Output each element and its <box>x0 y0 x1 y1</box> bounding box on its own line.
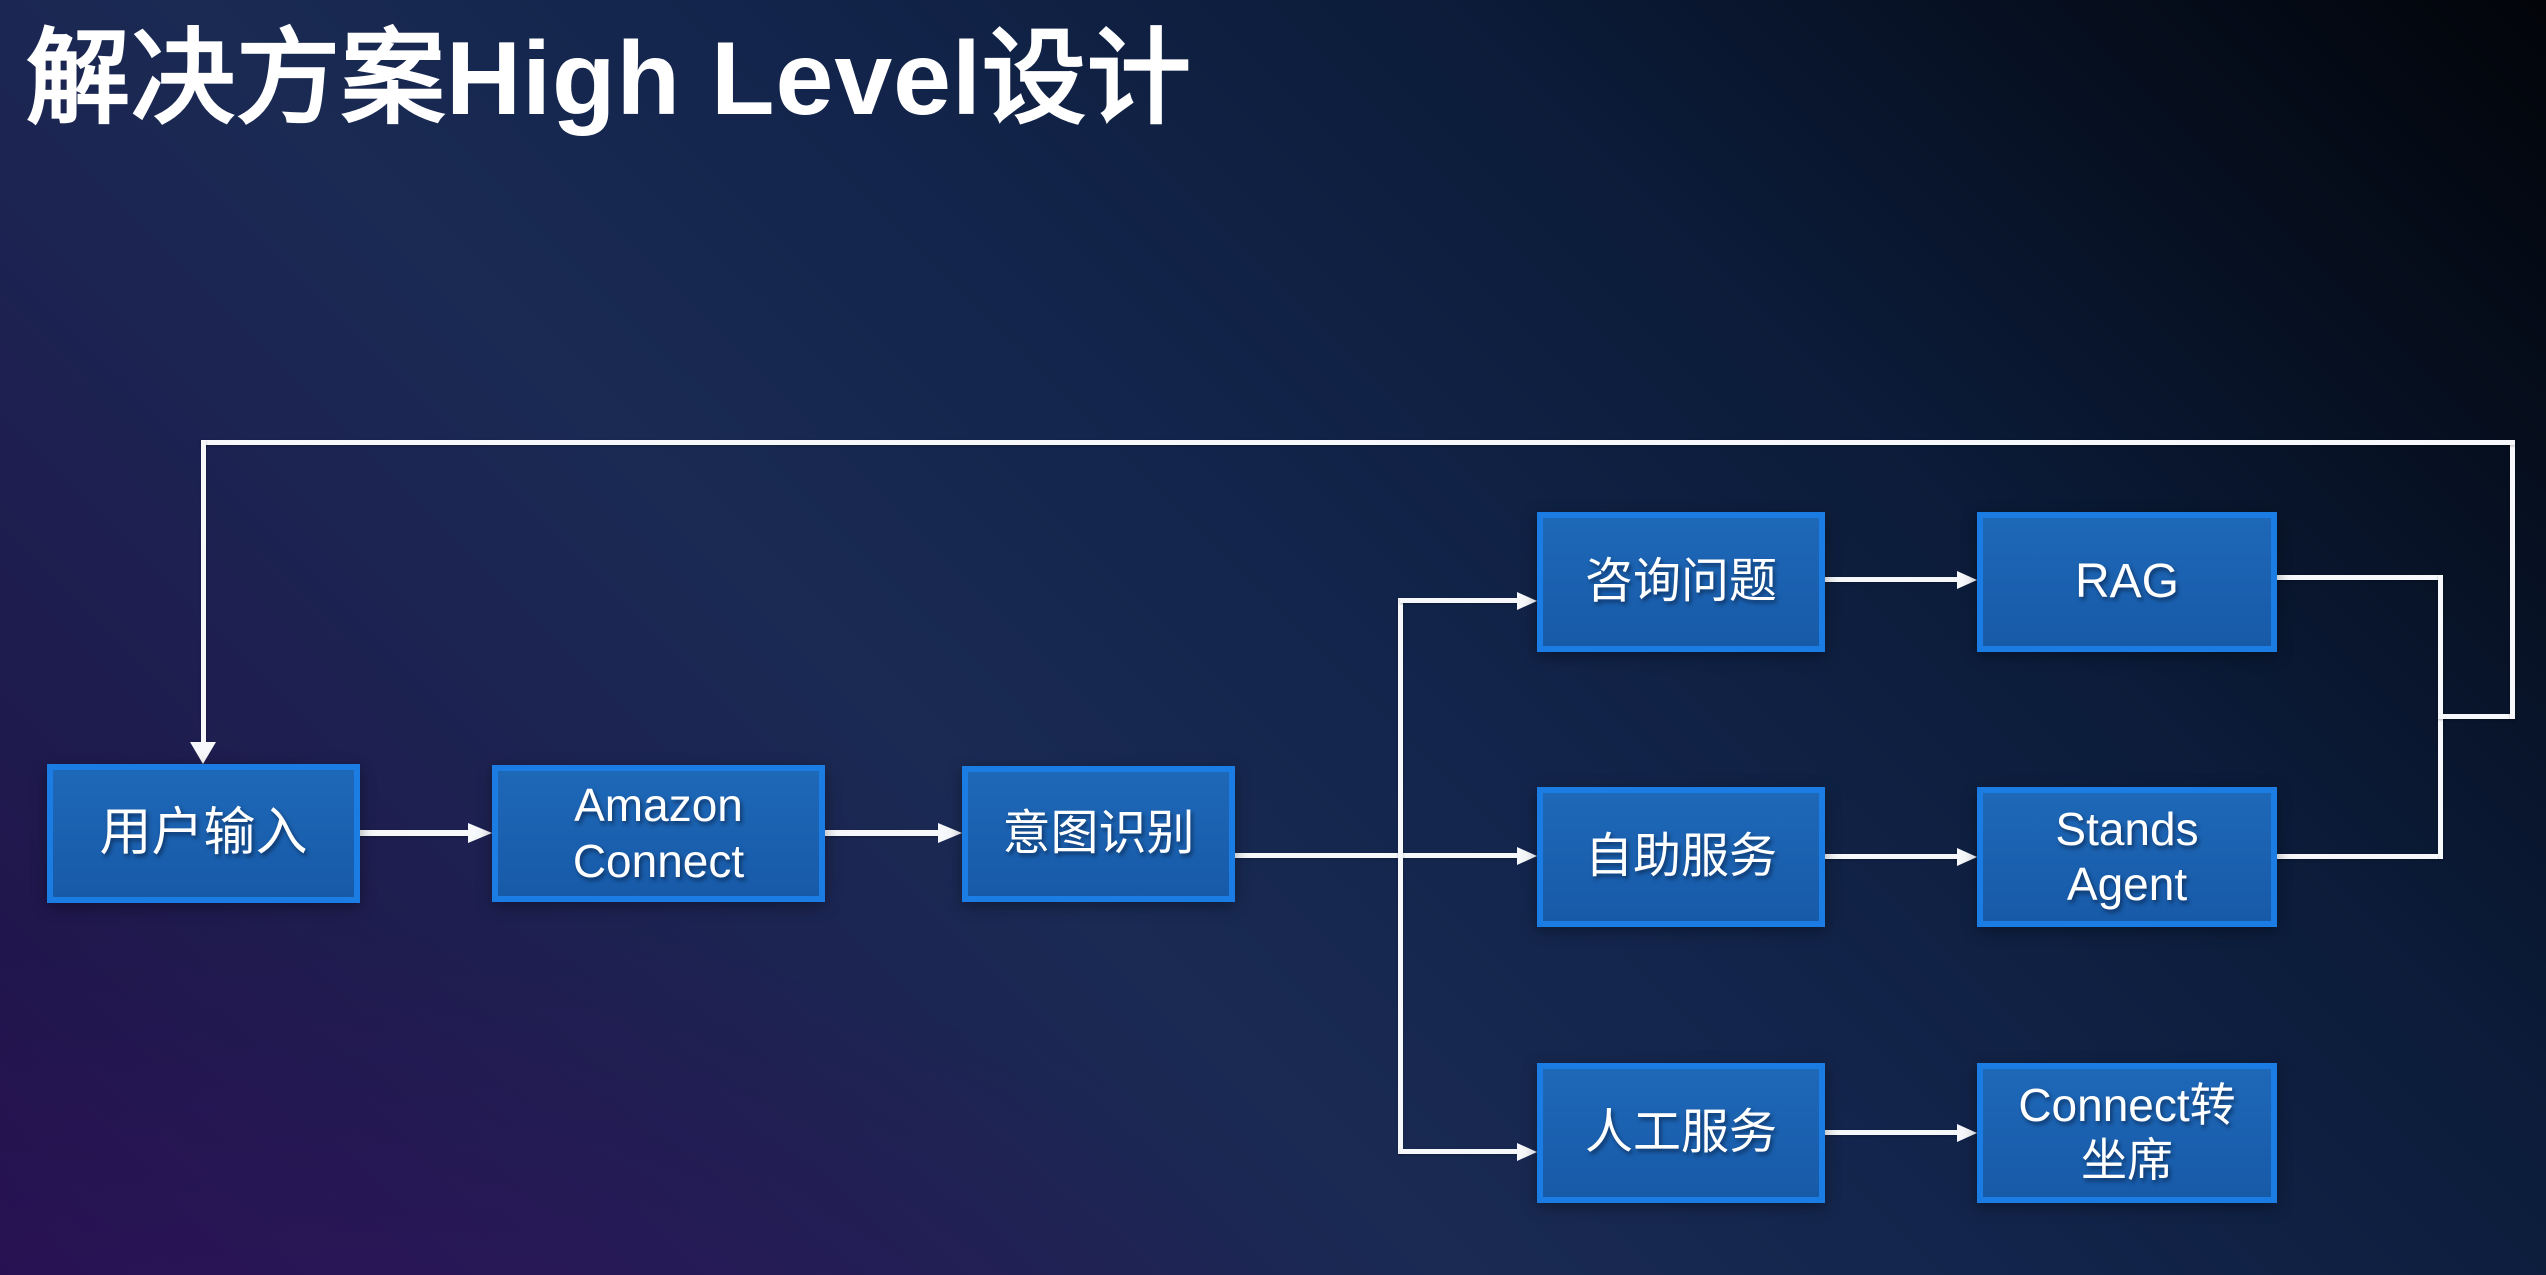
arrowhead-consult <box>1517 592 1537 610</box>
node-rag-label: RAG <box>2074 555 2179 609</box>
node-consult-question-label: 咨询问题 <box>1584 555 1777 609</box>
node-consult-question: 咨询问题 <box>1537 512 1825 652</box>
arrowhead-selfservice <box>1517 847 1537 865</box>
arrowhead-amazonconnect <box>468 823 492 843</box>
connector-amazonconnect-intent <box>825 830 938 836</box>
node-rag: RAG <box>1977 512 2277 652</box>
connector-feedback-right-vertical <box>2510 440 2515 719</box>
arrowhead-rag <box>1957 571 1977 589</box>
connector-rag-out <box>2277 575 2443 580</box>
node-user-input-label: 用户输入 <box>99 804 308 863</box>
node-connect-to-agent: Connect转坐席 <box>1977 1063 2277 1203</box>
connector-standsagent-out <box>2277 854 2438 859</box>
connector-branch-consult <box>1400 598 1517 603</box>
connector-consult-rag <box>1825 577 1957 582</box>
slide-title: 解决方案High Level设计 <box>26 21 1192 137</box>
node-self-service: 自助服务 <box>1537 787 1825 927</box>
connector-merge-junction <box>2438 714 2515 719</box>
node-human-service: 人工服务 <box>1537 1063 1825 1203</box>
arrowhead-humanservice <box>1517 1143 1537 1161</box>
connector-branch-humanservice <box>1400 1149 1517 1154</box>
connector-feedback-top <box>201 440 2515 445</box>
arrowhead-userinput <box>190 742 216 764</box>
connector-userinput-amazonconnect <box>360 830 468 836</box>
arrowhead-connecttransfer <box>1957 1124 1977 1142</box>
node-user-input: 用户输入 <box>47 764 360 903</box>
arrowhead-standsagent <box>1957 848 1977 866</box>
connector-humanservice-connecttransfer <box>1825 1130 1957 1135</box>
node-amazon-connect: Amazon Connect <box>492 765 825 902</box>
connector-feedback-drop <box>201 440 206 742</box>
connector-selfservice-standsagent <box>1825 854 1957 859</box>
node-connect-to-agent-label: Connect转坐席 <box>2018 1078 2236 1186</box>
node-amazon-connect-label: Amazon Connect <box>572 779 745 887</box>
node-stands-agent: Stands Agent <box>1977 787 2277 927</box>
node-human-service-label: 人工服务 <box>1584 1106 1777 1160</box>
node-intent-recognition-label: 意图识别 <box>1002 807 1195 861</box>
connector-branch-vertical <box>1398 598 1403 1154</box>
node-intent-recognition: 意图识别 <box>962 766 1235 902</box>
connector-intent-selfservice <box>1235 853 1517 858</box>
node-self-service-label: 自助服务 <box>1584 830 1777 884</box>
arrowhead-intent <box>938 823 962 843</box>
node-stands-agent-label: Stands Agent <box>2055 802 2199 910</box>
